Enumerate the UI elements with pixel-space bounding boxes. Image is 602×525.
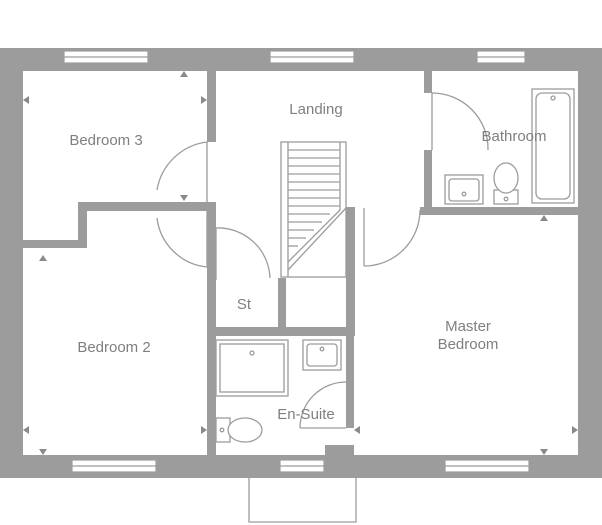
label-landing: Landing — [289, 101, 342, 118]
staircase — [280, 141, 347, 278]
label-bedroom-2: Bedroom 2 — [77, 339, 150, 356]
label-bathroom: Bathroom — [481, 128, 546, 145]
bath-fixture — [531, 88, 575, 204]
label-en-suite: En-Suite — [277, 406, 335, 423]
label-master-bedroom-line2: Bedroom — [438, 336, 499, 353]
ensuite-basin-fixture — [302, 339, 342, 371]
ensuite-toilet-fixture — [215, 417, 263, 443]
label-bedroom-3: Bedroom 3 — [69, 132, 142, 149]
porch-outline — [248, 478, 357, 523]
shower-tray-fixture — [215, 339, 289, 397]
basin-fixture — [444, 174, 484, 205]
doors — [156, 92, 489, 429]
interior-walls — [23, 71, 578, 455]
label-master-bedroom-line1: Master — [445, 318, 491, 335]
windows — [63, 50, 530, 473]
toilet-fixture — [493, 162, 519, 205]
dimension-markers — [23, 71, 578, 455]
label-store: St — [237, 296, 252, 313]
